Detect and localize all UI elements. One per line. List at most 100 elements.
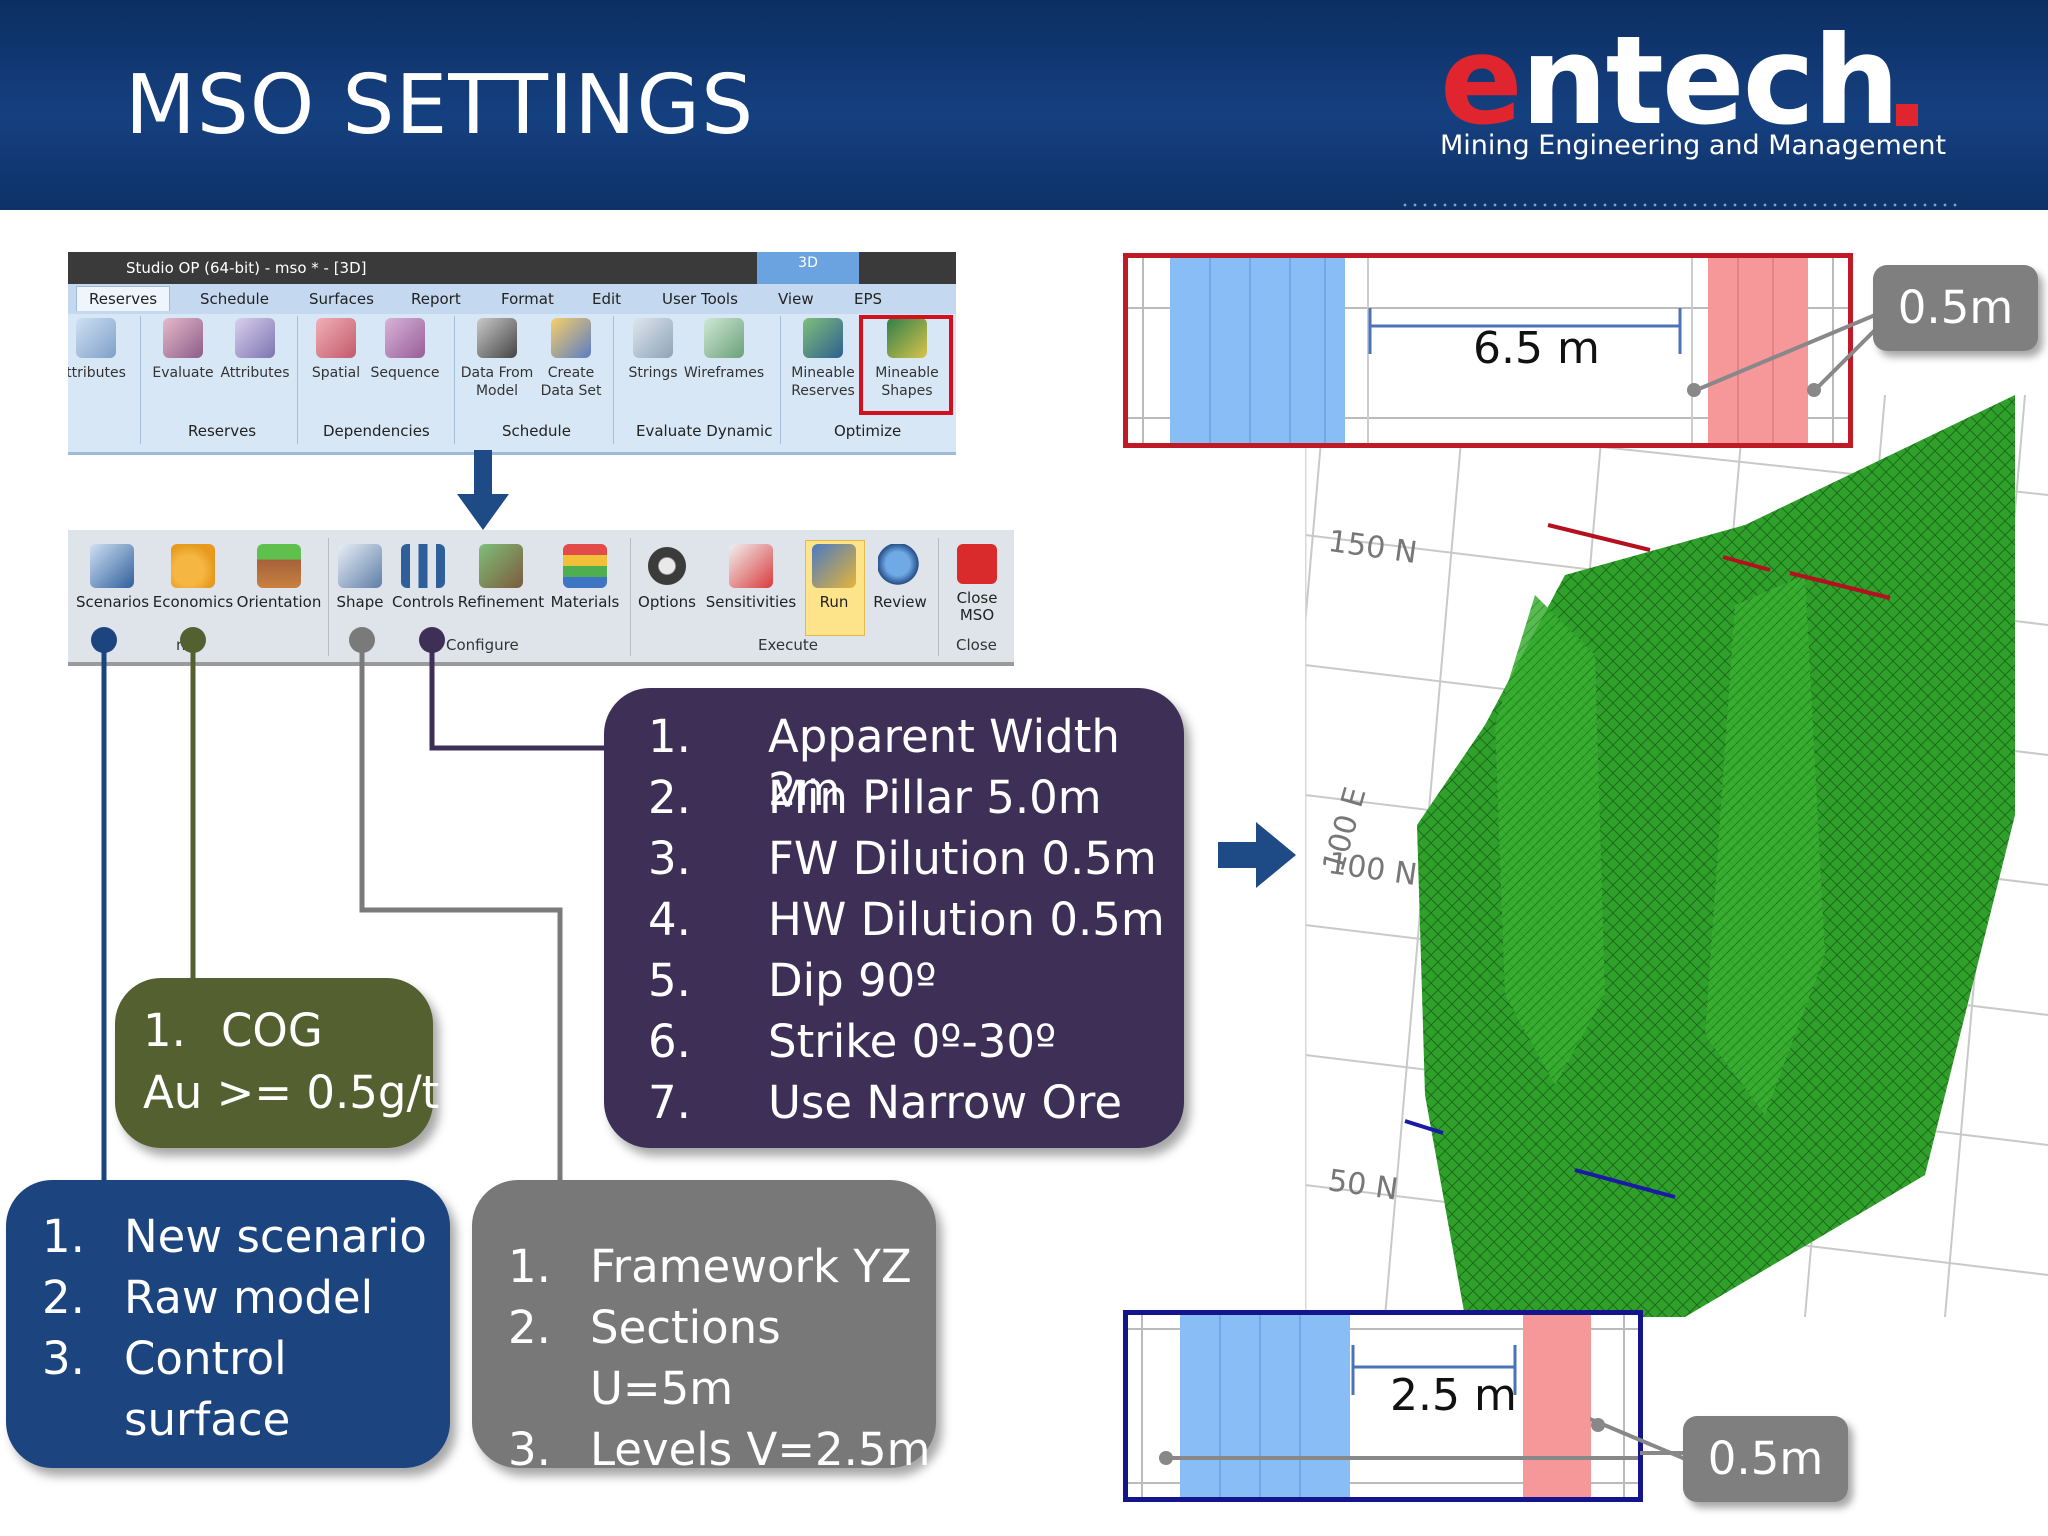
gear-icon	[645, 544, 689, 588]
group-label-dependencies: Dependencies	[323, 422, 430, 440]
top-callout-leader	[1693, 311, 1880, 393]
logo-wordmark: entech	[1440, 10, 1900, 152]
ribbon-tab-bar: Reserves Schedule Surfaces Report Format…	[68, 284, 956, 314]
bottom-callout-leader	[1590, 1417, 1690, 1463]
list-item: 1.Apparent Width 2m	[648, 710, 1120, 816]
orientation-icon	[257, 544, 301, 588]
list-item: 1.Framework YZ	[508, 1240, 912, 1293]
tab-view[interactable]: View	[778, 290, 814, 308]
refinement-button[interactable]: Refinement	[456, 544, 546, 611]
tab-reserves[interactable]: Reserves	[76, 286, 171, 311]
top-width-diagram: 6.5 m	[1123, 253, 1853, 448]
scenarios-button[interactable]: Scenarios	[76, 544, 149, 611]
sensitivities-button[interactable]: Sensitivities	[704, 544, 798, 611]
sensitivities-icon	[729, 544, 773, 588]
attributes-button[interactable]: ttributes	[68, 318, 128, 382]
list-item: 3.Levels V=2.5m	[508, 1423, 931, 1476]
list-item: 1.New scenario	[42, 1210, 427, 1263]
economics-settings-box: 1. COG Au >= 0.5g/t	[115, 978, 439, 1148]
run-icon	[812, 544, 856, 588]
cog-value: Au >= 0.5g/t	[143, 1066, 440, 1119]
bottom-diagram-graphic	[1128, 1315, 1638, 1497]
attributes-eval-button[interactable]: Attributes	[216, 318, 294, 382]
block-model-icon	[477, 318, 517, 358]
review-globe-icon	[878, 544, 922, 588]
scenarios-icon	[90, 544, 134, 588]
group-label-evaluate-dynamic: Evaluate Dynamic	[636, 422, 773, 440]
tab-report[interactable]: Report	[411, 290, 461, 308]
review-button[interactable]: Review	[868, 544, 932, 611]
bottom-width-label: 2.5 m	[1390, 1370, 1517, 1421]
attributes-table-icon	[235, 318, 275, 358]
bottom-dilution-callout: 0.5m	[1683, 1416, 1848, 1502]
group-separator	[938, 538, 939, 656]
list-item: 7.Use Narrow Ore	[648, 1076, 1123, 1129]
list-item: 3.FW Dilution 0.5m	[648, 832, 1157, 885]
window-title: Studio OP (64-bit) - mso * - [3D]	[126, 259, 367, 277]
wireframes-icon	[704, 318, 744, 358]
attributes-icon	[76, 318, 116, 358]
sequence-icon	[385, 318, 425, 358]
options-button[interactable]: Options	[634, 544, 700, 611]
logo-dot	[1896, 104, 1918, 126]
mineable-shapes-highlight	[859, 315, 953, 415]
group-separator	[454, 316, 455, 444]
header-dotted-line	[1400, 203, 1960, 207]
top-dilution-callout: 0.5m	[1873, 265, 2038, 351]
bottom-width-diagram: 2.5 m	[1123, 1310, 1643, 1502]
mineable-shapes-icon	[887, 318, 927, 358]
wireframes-button[interactable]: Wireframes	[682, 318, 766, 382]
shape-button[interactable]: Shape	[332, 544, 388, 611]
economics-button[interactable]: Economics	[150, 544, 236, 611]
evaluate-icon	[163, 318, 203, 358]
tab-surfaces[interactable]: Surfaces	[309, 290, 374, 308]
group-label-configure: Configure	[446, 636, 519, 654]
close-icon	[957, 544, 997, 584]
group-label-optimize: Optimize	[834, 422, 902, 440]
coins-icon	[171, 544, 215, 588]
dataset-icon	[551, 318, 591, 358]
tab-user-tools[interactable]: User Tools	[662, 290, 738, 308]
materials-icon	[563, 544, 607, 588]
strings-icon	[633, 318, 673, 358]
shape-icon	[338, 544, 382, 588]
controls-button[interactable]: Controls	[392, 544, 454, 611]
run-button[interactable]: Run	[808, 544, 860, 611]
group-label-execute: Execute	[758, 636, 818, 654]
geometry-settings-box: 1.Apparent Width 2m 2.Min Pillar 5.0m 3.…	[604, 688, 1184, 1148]
refinement-icon	[479, 544, 523, 588]
orientation-button[interactable]: Orientation	[236, 544, 322, 611]
list-item: 5.Dip 90º	[648, 954, 937, 1007]
list-item: 2.Raw model	[42, 1271, 374, 1324]
tab-schedule[interactable]: Schedule	[200, 290, 269, 308]
arrow-down-icon	[457, 450, 509, 530]
list-item: 6.Strike 0º-30º	[648, 1015, 1057, 1068]
strings-button[interactable]: Strings	[618, 318, 688, 382]
list-item: 2.Min Pillar 5.0m	[648, 771, 1102, 824]
top-diagram-graphic	[1128, 258, 1848, 443]
evaluate-button[interactable]: Evaluate	[144, 318, 222, 382]
mso-ribbon: Scenarios Economics Orientation Shape Co…	[68, 530, 1014, 666]
materials-button[interactable]: Materials	[546, 544, 624, 611]
sliders-icon	[401, 544, 445, 588]
logo-subtitle: Mining Engineering and Management	[1440, 130, 1947, 161]
group-label-define: ne	[176, 636, 195, 654]
tab-format[interactable]: Format	[501, 290, 554, 308]
tab-edit[interactable]: Edit	[592, 290, 622, 308]
top-width-label: 6.5 m	[1473, 323, 1600, 374]
list-number: 1.	[143, 1004, 186, 1057]
mineable-reserves-icon	[803, 318, 843, 358]
context-tab-3d[interactable]: 3D	[757, 252, 859, 284]
entech-logo: entech Mining Engineering and Management	[1440, 10, 1946, 178]
sequence-button[interactable]: Sequence	[366, 318, 444, 382]
spatial-button[interactable]: Spatial	[302, 318, 370, 382]
list-item: 4.HW Dilution 0.5m	[648, 893, 1165, 946]
scenario-settings-box: 1.New scenario 2.Raw model 3.Control sur…	[6, 1180, 450, 1468]
group-separator	[780, 316, 781, 444]
tab-eps[interactable]: EPS	[854, 290, 883, 308]
